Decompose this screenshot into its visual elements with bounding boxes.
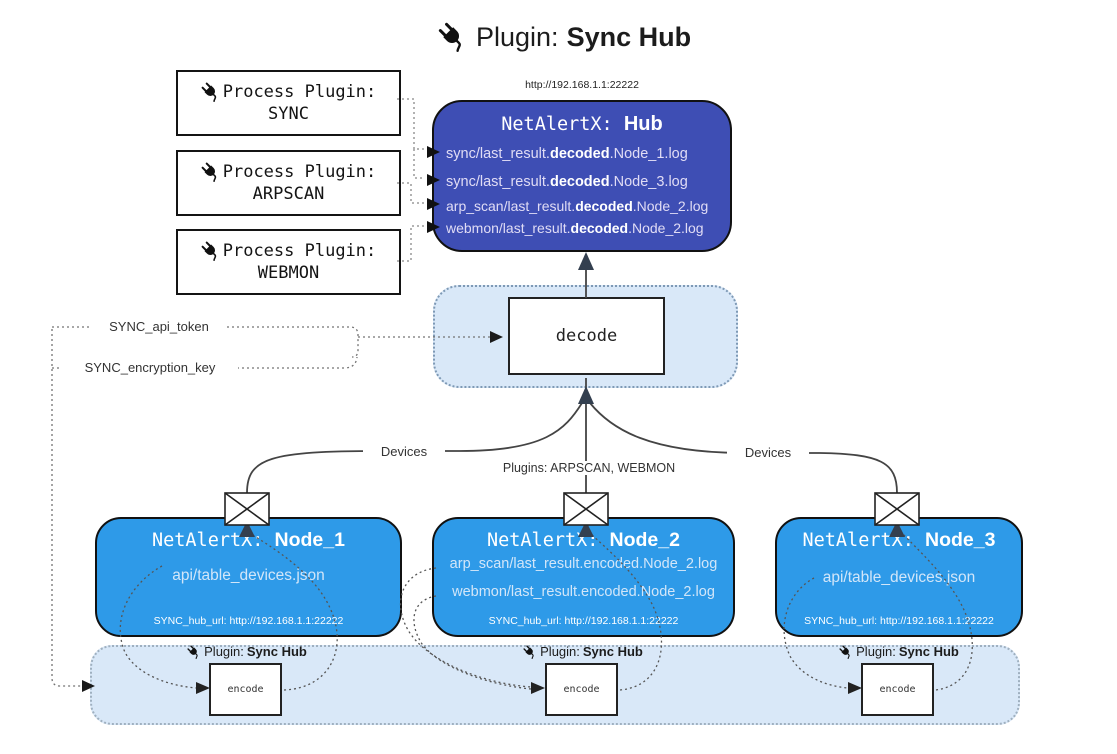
plug-icon — [201, 162, 221, 182]
encode-box-3: encode — [861, 663, 934, 716]
devices-label-left: Devices — [363, 444, 445, 459]
key-routing-arrow-icons — [82, 331, 503, 692]
hub-log-line: webmon/last_result.decoded.Node_2.log — [446, 220, 704, 236]
process-plugin-label: Process Plugin: — [222, 82, 377, 102]
node-hub-url: SYNC_hub_url: http://192.168.1.1:22222 — [804, 615, 994, 627]
hub-box: NetAlertX: Hub sync/last_result.decoded.… — [432, 100, 732, 252]
hub-log-line: sync/last_result.decoded.Node_1.log — [446, 146, 688, 162]
encoder-plugin-label: Plugin: Sync Hub — [172, 644, 322, 659]
plug-icon — [201, 82, 221, 102]
hub-title-name: Hub — [623, 113, 663, 135]
node-file: webmon/last_result.encoded.Node_2.log — [452, 584, 715, 600]
page-title: Plugin: Sync Hub — [438, 14, 691, 60]
plug-icon — [839, 645, 853, 659]
decode-box: decode — [508, 297, 665, 375]
node-title: NetAlertX: Node_2 — [487, 529, 680, 551]
plug-icon — [201, 241, 221, 261]
process-plugin-box-webmon: Process Plugin: WEBMON — [176, 229, 401, 295]
node-title: NetAlertX: Node_1 — [152, 529, 345, 551]
process-plugin-connectors — [397, 98, 424, 262]
process-plugin-box-arpscan: Process Plugin: ARPSCAN — [176, 150, 401, 216]
title-prefix: Plugin: — [476, 21, 559, 52]
node-file: api/table_devices.json — [172, 567, 325, 584]
hub-title-mono: NetAlertX: — [501, 114, 613, 135]
node-file: api/table_devices.json — [822, 569, 976, 586]
process-plugin-name: WEBMON — [257, 263, 320, 283]
title-name: Sync Hub — [566, 21, 692, 52]
node-file: arp_scan/last_result.encoded.Node_2.log — [449, 556, 718, 572]
hub-log-line: sync/last_result.decoded.Node_3.log — [446, 174, 688, 190]
plug-icon — [523, 645, 537, 659]
process-plugin-label: Process Plugin: — [222, 162, 377, 182]
hub-log-line: arp_scan/last_result.decoded.Node_2.log — [446, 198, 709, 214]
node-box-2: NetAlertX: Node_2 arp_scan/last_result.e… — [432, 517, 735, 637]
encode-box-1: encode — [209, 663, 282, 716]
plug-icon — [187, 645, 201, 659]
process-plugin-label: Process Plugin: — [222, 241, 377, 261]
process-plugin-name: SYNC — [268, 104, 309, 124]
node-title: NetAlertX: Node_3 — [802, 529, 996, 551]
node-hub-url: SYNC_hub_url: http://192.168.1.1:22222 — [153, 615, 344, 627]
encode-box-2: encode — [545, 663, 618, 716]
hub-title: NetAlertX: Hub — [434, 113, 730, 136]
node-box-1: NetAlertX: Node_1 api/table_devices.json… — [95, 517, 402, 637]
process-plugin-name: ARPSCAN — [252, 184, 325, 204]
process-plugin-box-sync: Process Plugin: SYNC — [176, 70, 401, 136]
encoder-plugin-label: Plugin: Sync Hub — [508, 644, 658, 659]
encoder-plugin-label: Plugin: Sync Hub — [824, 644, 974, 659]
devices-label-right: Devices — [727, 445, 809, 460]
plugins-edge-label: Plugins: ARPSCAN, WEBMON — [496, 461, 682, 475]
node-hub-url: SYNC_hub_url: http://192.168.1.1:22222 — [488, 615, 679, 627]
hub-url-label: http://192.168.1.1:22222 — [525, 79, 639, 91]
sync-api-token-label: SYNC_api_token — [92, 319, 226, 334]
plug-icon — [438, 22, 468, 52]
node-box-3: NetAlertX: Node_3 api/table_devices.json… — [775, 517, 1023, 637]
sync-encryption-key-label: SYNC_encryption_key — [62, 360, 238, 375]
